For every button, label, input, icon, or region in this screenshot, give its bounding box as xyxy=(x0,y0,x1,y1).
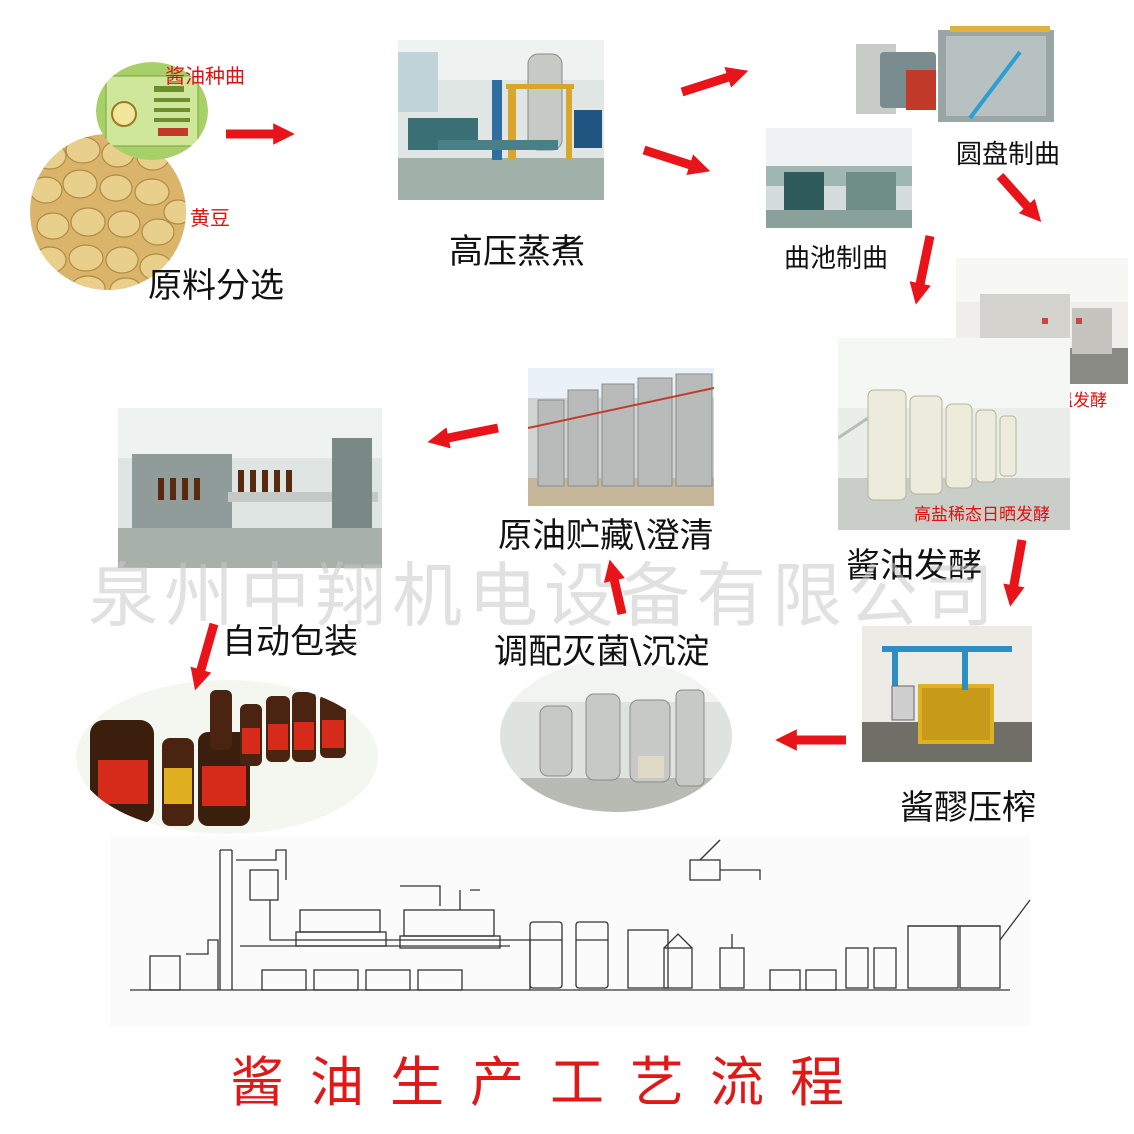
arrow-disc-down xyxy=(996,172,1042,223)
production-line-schematic xyxy=(110,836,1031,1026)
disc-koji-label: 圆盘制曲 xyxy=(956,140,1061,170)
packaging-photo xyxy=(118,408,382,568)
raw-material-label: 原料分选 xyxy=(148,266,284,306)
arrow-blend-up xyxy=(603,559,627,615)
storage-tanks-photo xyxy=(528,368,714,506)
steaming-photo xyxy=(398,40,604,200)
steaming-label: 高压蒸煮 xyxy=(449,232,585,272)
blending-label: 调配灭菌\沉淀 xyxy=(494,632,710,672)
arrow-storage-to-pack xyxy=(427,423,499,449)
soybean-note: 黄豆 xyxy=(190,206,230,230)
koji-packet-photo xyxy=(96,62,208,160)
pool-koji-photo xyxy=(766,128,912,228)
storage-label: 原油贮藏\澄清 xyxy=(498,516,714,556)
pressing-label: 酱醪压榨 xyxy=(900,788,1036,828)
pressing-photo xyxy=(862,626,1032,762)
fermentation-tanks-photo xyxy=(838,338,1070,530)
packaging-label: 自动包装 xyxy=(222,622,358,662)
products-photo xyxy=(76,680,378,834)
disc-koji-photo xyxy=(850,22,1062,132)
arrow-steam-to-pool xyxy=(642,145,711,175)
arrow-pool-down xyxy=(909,235,935,305)
fermentation-label: 酱油发酵 xyxy=(846,546,982,586)
high-salt-note: 高盐稀态日晒发酵 xyxy=(914,505,1050,525)
arrow-pack-down xyxy=(190,622,219,691)
koji-seed-note: 酱油种曲 xyxy=(165,64,245,88)
arrow-ferment-down xyxy=(1003,539,1027,607)
process-title: 酱油生产工艺流程 xyxy=(230,1051,870,1114)
arrow-steam-to-disc xyxy=(680,67,749,97)
pool-koji-label: 曲池制曲 xyxy=(784,244,889,274)
